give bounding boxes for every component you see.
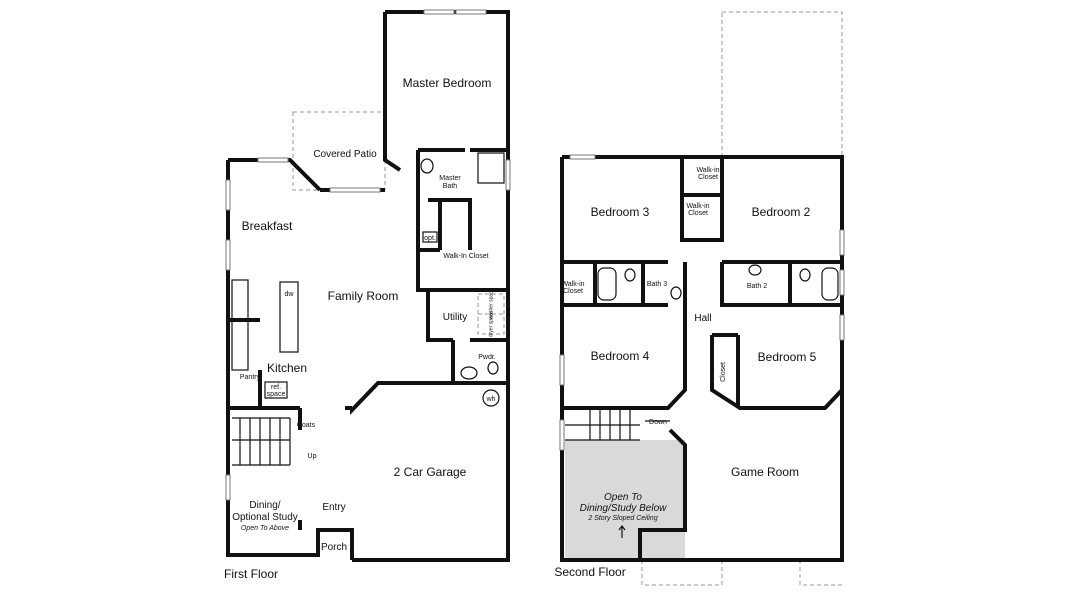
opt-label: opt. <box>424 235 436 242</box>
roof-outline-lower <box>641 560 842 586</box>
room-bedroom-5: Bedroom 5 <box>758 350 817 364</box>
kitchen-island <box>279 281 299 353</box>
room-walk-in-closet-c-line2: Closet <box>563 288 583 295</box>
sloped-ceiling-note: 2 Story Sloped Ceiling <box>587 515 657 522</box>
room-covered-patio: Covered Patio <box>313 149 377 160</box>
wh-label: wh <box>486 396 496 403</box>
window <box>225 474 231 501</box>
room-optional-study: Optional Study <box>232 512 298 523</box>
room-garage: 2 Car Garage <box>394 465 467 479</box>
refrigerator-space <box>264 381 288 399</box>
room-master-bedroom: Master Bedroom <box>403 76 492 90</box>
room-powder: Pwdr. <box>478 354 496 361</box>
sink <box>748 264 762 276</box>
water-heater <box>482 389 500 407</box>
stairs-first-floor <box>232 417 291 466</box>
room-game-room: Game Room <box>731 465 799 479</box>
stairs-up-label: Up <box>308 453 317 460</box>
toilet <box>799 268 811 282</box>
open-to-below-area <box>565 440 685 560</box>
room-walk-in-closet-a: Walk-in <box>696 167 719 174</box>
arrow-icon <box>618 525 626 538</box>
window <box>839 314 845 341</box>
window <box>839 269 845 296</box>
dining-note: Open To Above <box>241 525 289 532</box>
room-master-bath: Master <box>439 175 461 182</box>
room-breakfast: Breakfast <box>242 219 293 233</box>
window <box>329 187 381 193</box>
window <box>455 9 487 15</box>
sink <box>460 366 478 380</box>
ref-space-label: space <box>267 391 286 398</box>
toilet <box>487 361 499 375</box>
first-floor-interior-walls <box>228 148 508 530</box>
open-to-below-label: Open To <box>604 492 642 503</box>
stairs-down-label: Down <box>649 419 667 426</box>
window <box>839 229 845 256</box>
shower <box>477 152 505 184</box>
room-porch: Porch <box>321 542 347 553</box>
covered-patio-outline <box>292 111 386 191</box>
room-bedroom-4: Bedroom 4 <box>591 349 650 363</box>
window <box>559 419 565 451</box>
window <box>225 239 231 271</box>
roof-outline <box>721 11 843 158</box>
tub <box>420 158 434 174</box>
room-kitchen: Kitchen <box>267 361 307 375</box>
room-family-room: Family Room <box>328 289 399 303</box>
second-floor-interior-walls <box>562 157 844 410</box>
room-walk-in-closet-c: Walk-in <box>561 281 584 288</box>
room-bedroom-2: Bedroom 2 <box>752 205 811 219</box>
room-walk-in-closet-a-line2: Closet <box>698 174 718 181</box>
room-walk-in-closet: Walk-In Closet <box>443 253 488 260</box>
window <box>505 159 511 191</box>
second-floor-exterior-walls <box>560 155 844 562</box>
room-bath-2: Bath 2 <box>747 283 767 290</box>
room-walk-in-closet-b-line2: Closet <box>688 210 708 217</box>
room-bedroom-3: Bedroom 3 <box>591 205 650 219</box>
ref-label: ref. <box>271 384 281 391</box>
room-utility: Utility <box>443 312 467 323</box>
room-bath-3: Bath 3 <box>647 281 667 288</box>
room-hall: Hall <box>694 313 711 324</box>
toilet <box>624 268 636 282</box>
kitchen-counter <box>231 279 249 371</box>
dishwasher-label: dw <box>285 291 295 298</box>
window <box>423 9 455 15</box>
first-floor-plan: dw ref. space wh opt. washer space dryer… <box>224 9 511 581</box>
opt-fixture <box>422 231 438 243</box>
window <box>225 179 231 211</box>
window <box>569 154 596 160</box>
dryer-space-label: dryer space <box>489 311 495 337</box>
washer-space-label: washer space <box>489 288 495 319</box>
window <box>559 354 565 386</box>
room-coats: Coats <box>297 422 316 429</box>
room-pantry: Pantry <box>240 374 261 381</box>
window <box>257 157 289 163</box>
second-floor-plan: Bedroom 3 Bedroom 2 Walk-in Closet Walk-… <box>554 11 845 586</box>
room-master-bath-line2: Bath <box>443 183 458 190</box>
room-entry: Entry <box>322 502 345 513</box>
stairs-second-floor <box>565 410 670 441</box>
bathtub <box>597 267 617 301</box>
room-dining: Dining/ <box>249 500 280 511</box>
open-to-below-label-line2: Dining/Study Below <box>580 503 667 514</box>
sink <box>670 286 682 300</box>
room-walk-in-closet-b: Walk-in <box>686 203 709 210</box>
first-floor-title: First Floor <box>224 567 278 581</box>
second-floor-title: Second Floor <box>554 565 625 579</box>
room-closet: Closet <box>720 362 727 382</box>
bathtub <box>821 267 839 301</box>
